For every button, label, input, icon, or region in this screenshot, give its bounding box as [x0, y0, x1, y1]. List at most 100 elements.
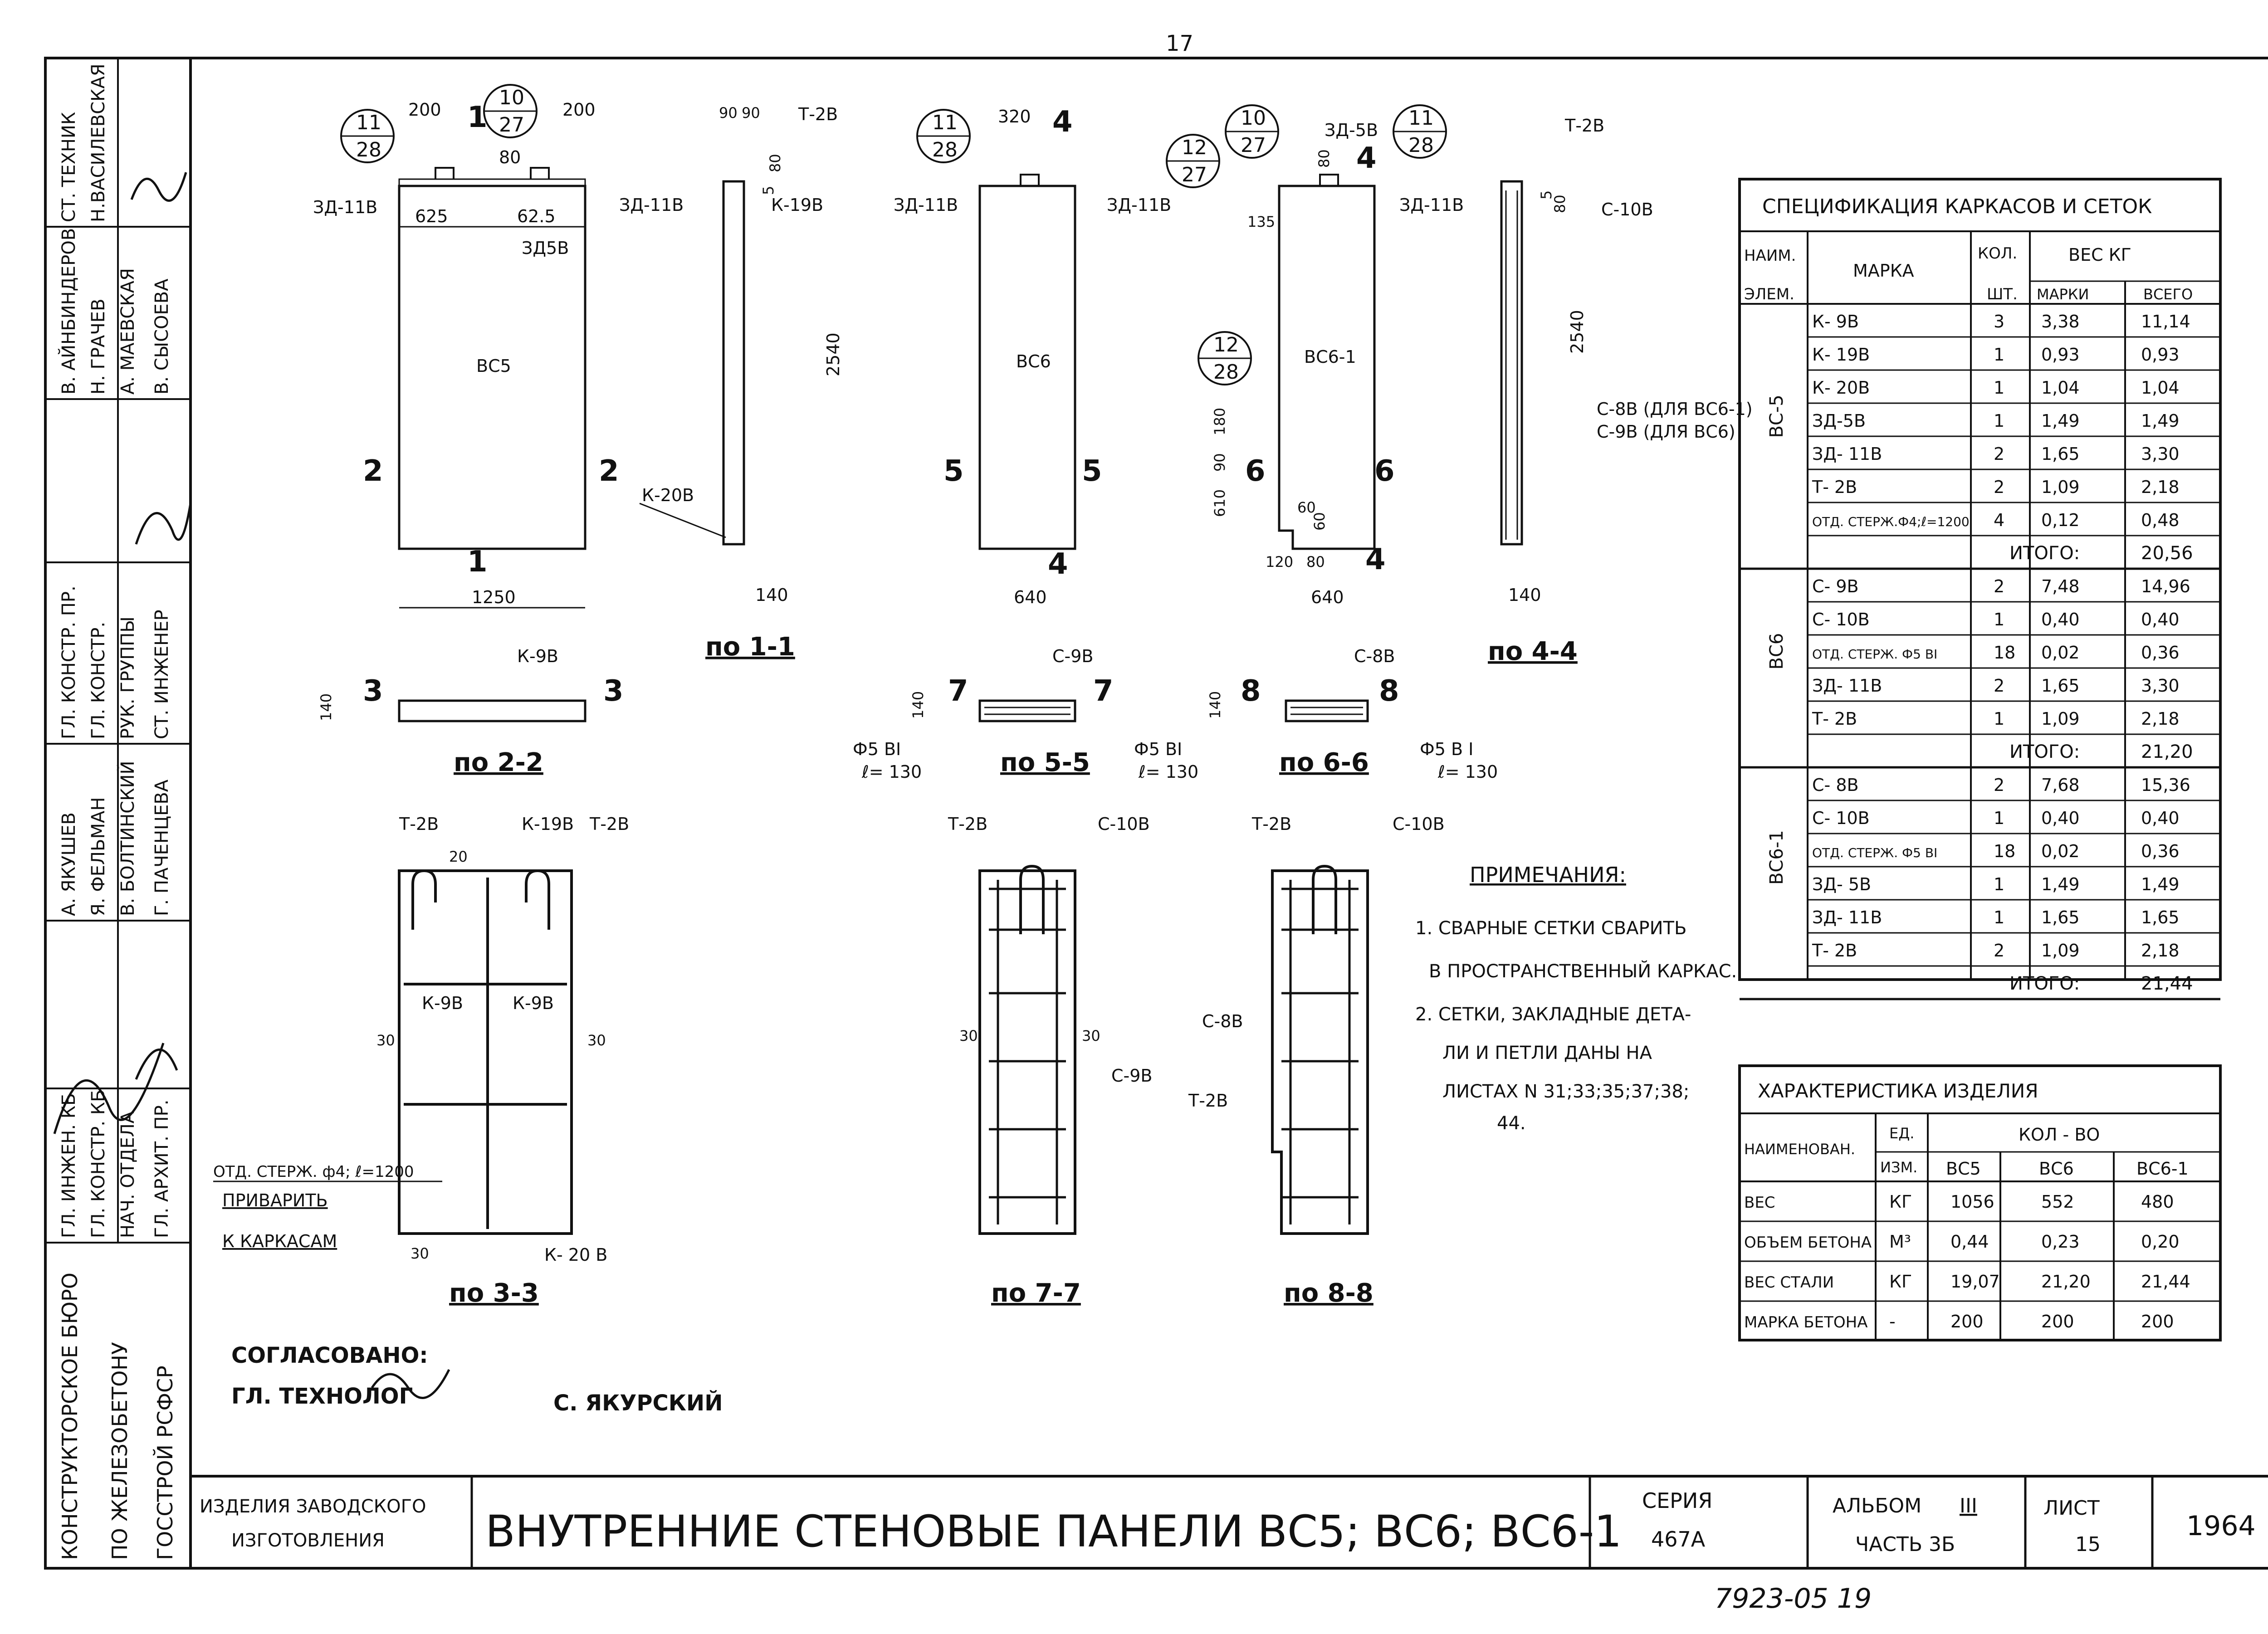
cut-5-right: 5 [1082, 454, 1102, 488]
cut-4-bottom: 4 [1048, 547, 1068, 581]
callout-5-top: 12 [1182, 136, 1207, 159]
spec-cell-mark: ОТД. СТЕРЖ.Ф4;ℓ=1200 [1812, 514, 1970, 529]
vs61-d180: 180 [1211, 408, 1228, 435]
tb-year: 1964 [2186, 1510, 2256, 1542]
vs61-width: 640 [1311, 587, 1344, 607]
char-cell: 200 [1950, 1312, 1984, 1332]
strip-name-0: Н.ВАСИЛЕВСКАЯ [88, 63, 109, 222]
vs6-panel: ВС6 640 320 ЗД-11В ЗД-11В [894, 107, 1171, 607]
callout-2-top: 11 [932, 111, 958, 134]
sec33-weld1: ПРИВАРИТЬ [222, 1190, 328, 1210]
spec-cell-total: 2,18 [2141, 709, 2180, 729]
spec-cell-per: 0,12 [2041, 510, 2080, 530]
sheet-frame [189, 57, 2268, 1570]
spec-cell-mark: С- 9В [1812, 576, 1859, 596]
cut-8-left: 8 [1241, 674, 1261, 708]
char-cell: ВЕС СТАЛИ [1744, 1273, 1834, 1292]
stamp-bottom: 7923-05 19 [1715, 1583, 1872, 1614]
spec-h-total: ВСЕГО [2143, 286, 2193, 303]
callout-4-top: 11 [1408, 107, 1434, 130]
vs61-label: ВС6-1 [1304, 347, 1356, 367]
vs61-d80: 80 [1306, 553, 1325, 571]
spec-cell-qty: 18 [1994, 643, 2015, 663]
spec-cell-qty: 2 [1994, 676, 2004, 696]
strip-name-8: ГЛ. АРХИТ. ПР. [152, 1100, 172, 1239]
approval-line1: СОГЛАСОВАНО: [231, 1343, 428, 1368]
cut-2-left: 2 [363, 454, 383, 488]
notes: ПРИМЕЧАНИЯ: 1. СВАРНЫЕ СЕТКИ СВАРИТЬ В П… [1415, 863, 1737, 1134]
sec77-c10: С-10В [1098, 814, 1150, 834]
sec33-d30b: 30 [587, 1032, 606, 1049]
org-line-0: КОНСТРУКТОРСКОЕ БЮРО [58, 1273, 82, 1560]
char-cell: - [1889, 1312, 1896, 1332]
tb-kind1: ИЗДЕЛИЯ ЗАВОДСКОГО [200, 1496, 426, 1517]
section-4-4: Т-2В С-10В 2540 140 С-8В (ДЛЯ ВС6-1) С-9… [1488, 116, 1753, 666]
tb-part: ЧАСТЬ 3Б [1855, 1533, 1955, 1556]
vs61-tag-right: ЗД-11В [1399, 195, 1464, 215]
left-strip-text: СТ. ТЕХНИК Н.ВАСИЛЕВСКАЯ В. АЙНБИНДЕРОВ … [58, 63, 172, 1238]
sec44-label: по 4-4 [1488, 637, 1578, 666]
char-h-qty: КОЛ - ВО [2019, 1125, 2100, 1145]
spec-cell-per: 1,04 [2041, 378, 2080, 398]
callout-0-top: 11 [356, 111, 381, 134]
spec-group-name: ВС6 [1766, 633, 1787, 670]
sec11-width: 140 [755, 585, 788, 605]
spec-total-label: ИТОГО: [2009, 741, 2080, 762]
vs6-width: 640 [1014, 587, 1047, 607]
sec11-k19: К-19В [771, 195, 823, 215]
spec-cell-mark: ЗД- 11В [1812, 907, 1882, 927]
sec88-c10: С-10В [1393, 814, 1445, 834]
char-cell: 0,20 [2141, 1232, 2180, 1252]
char-cell: 480 [2141, 1192, 2174, 1212]
spec-total-value: 21,44 [2141, 973, 2193, 994]
vs5-top-left: 625 [415, 206, 448, 226]
cut-1-bottom: 1 [467, 545, 488, 579]
sec22-k9: К-9В [517, 646, 558, 666]
callout-1-top: 10 [499, 86, 524, 109]
vs5-dim-200-right: 200 [562, 100, 596, 120]
strip-role-5: А. ЯКУШЕВ [59, 812, 79, 916]
vs61-tag-top: ЗД-5В [1325, 120, 1378, 140]
spec-cell-total: 1,49 [2141, 411, 2180, 431]
cut-4: 4 [1052, 105, 1073, 139]
vs61-d135: 135 [1247, 213, 1275, 230]
spec-cell-qty: 1 [1994, 907, 2004, 927]
sec11-d3: 80 [767, 154, 784, 172]
left-strip-org: КОНСТРУКТОРСКОЕ БЮРО ПО ЖЕЛЕЗОБЕТОНУ ГОС… [58, 1273, 177, 1560]
sec44-d5: 5 [1538, 190, 1555, 200]
spec-cell-total: 3,30 [2141, 444, 2180, 464]
sec88-t2b: Т-2В [1188, 1091, 1228, 1111]
sec11-d2: 90 [742, 104, 760, 122]
char-cell: 19,07 [1950, 1272, 2000, 1292]
spec-h-mark: МАРКА [1853, 261, 1914, 281]
spec-cell-qty: 1 [1994, 808, 2004, 828]
org-line-2: ГОССТРОЙ РСФСР [153, 1366, 177, 1560]
spec-cell-per: 3,38 [2041, 312, 2080, 332]
char-cell: ОБЪЕМ БЕТОНА [1744, 1234, 1872, 1252]
callout-3-top: 10 [1241, 107, 1266, 130]
char-cell: 200 [2041, 1312, 2074, 1332]
sec33-k20: К- 20 В [544, 1245, 607, 1265]
spec-cell-total: 0,48 [2141, 510, 2180, 530]
strip-role-0: СТ. ТЕХНИК [59, 112, 79, 222]
spec-cell-per: 1,65 [2041, 676, 2080, 696]
vs6-tag-left: ЗД-11В [894, 195, 958, 215]
spec-cell-mark: Т- 2В [1812, 709, 1857, 729]
spec-cell-qty: 1 [1994, 411, 2004, 431]
sec44-c8: С-8В (ДЛЯ ВС6-1) [1597, 399, 1753, 419]
spec-cell-total: 0,40 [2141, 610, 2180, 629]
char-h-unit2: ИЗМ. [1880, 1159, 1917, 1176]
tb-sheet-label: ЛИСТ [2043, 1497, 2100, 1520]
tb-album-label: АЛЬБОМ [1833, 1494, 1921, 1517]
strip-name-3: ГЛ. КОНСТР. [88, 622, 109, 739]
section-3-3: Т-2В К-19В Т-2В 20 К-9В К-9В 30 30 30 К-… [213, 814, 629, 1308]
callout-2: 11 28 [916, 109, 971, 163]
spec-cell-total: 0,93 [2141, 345, 2180, 365]
signature-scribbles [53, 172, 450, 1399]
sec77-d30b: 30 [1082, 1027, 1100, 1044]
sec44-c9: С-9В (ДЛЯ ВС6) [1597, 422, 1735, 442]
page-number: 17 [1166, 31, 1193, 56]
spec-h-pcs: ШТ. [1987, 285, 2018, 303]
sec55-bar: Ф5 ВI [853, 739, 901, 759]
sec33-k9a: К-9В [422, 993, 463, 1013]
